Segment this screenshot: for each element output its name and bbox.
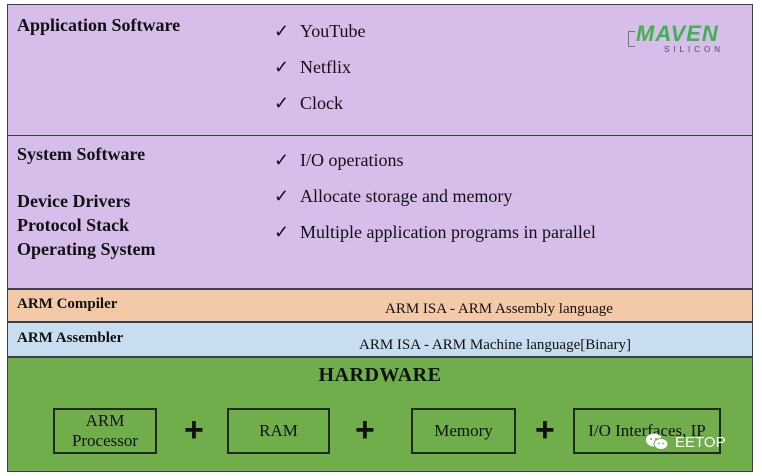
plus-icon: + <box>535 411 555 449</box>
eetop-watermark: EETOP <box>645 432 726 452</box>
protocol-stack-title: Protocol Stack <box>17 215 130 235</box>
wechat-icon <box>645 432 669 452</box>
logo-bracket-icon <box>628 31 635 47</box>
app-item-netflix: ✓ Netflix <box>274 57 351 78</box>
plus-icon: + <box>355 411 375 449</box>
sys-item-label: Multiple application programs in paralle… <box>300 222 596 242</box>
memory-box: Memory <box>411 408 516 454</box>
system-software-title: System Software <box>17 144 146 164</box>
system-software-layer: System Software Device Drivers Protocol … <box>7 135 753 289</box>
arm-assembler-description: ARM ISA - ARM Machine language[Binary] <box>359 337 632 353</box>
hardware-title: HARDWARE <box>318 364 442 386</box>
app-item-label: YouTube <box>300 21 366 41</box>
application-software-title: Application Software <box>17 15 181 35</box>
check-icon: ✓ <box>274 150 290 170</box>
logo-main-text: MAVEN <box>636 21 719 46</box>
device-drivers-title: Device Drivers <box>17 191 131 211</box>
operating-system-title: Operating System <box>17 239 156 259</box>
check-icon: ✓ <box>274 93 290 113</box>
memory-label: Memory <box>434 421 493 440</box>
maven-silicon-logo: MAVEN SILICON <box>626 19 746 61</box>
io-interfaces-box: I/O Interfaces, IP <box>573 408 721 454</box>
sys-item-label: Allocate storage and memory <box>300 186 513 206</box>
check-icon: ✓ <box>274 186 290 206</box>
arm-processor-box: ARM Processor <box>53 408 157 454</box>
arm-compiler-title: ARM Compiler <box>17 296 118 312</box>
sys-item-storage: ✓ Allocate storage and memory <box>274 186 512 207</box>
app-item-label: Clock <box>300 93 343 113</box>
check-icon: ✓ <box>274 21 290 41</box>
logo-sub-text: SILICON <box>664 45 725 54</box>
sys-item-parallel: ✓ Multiple application programs in parall… <box>274 222 596 243</box>
check-icon: ✓ <box>274 222 290 242</box>
ram-box: RAM <box>227 408 330 454</box>
app-item-label: Netflix <box>300 57 351 77</box>
arm-compiler-layer: ARM Compiler ARM ISA - ARM Assembly lang… <box>7 289 753 322</box>
application-software-layer: Application Software ✓ YouTube ✓ Netflix ✓… <box>7 4 753 136</box>
arm-compiler-description: ARM ISA - ARM Assembly language <box>385 301 613 317</box>
ram-label: RAM <box>259 421 298 440</box>
hardware-layer: HARDWARE ARM Processor + RAM + Memory + … <box>7 357 753 472</box>
sys-item-io: ✓ I/O operations <box>274 150 403 171</box>
app-item-youtube: ✓ YouTube <box>274 21 366 42</box>
plus-icon: + <box>184 411 204 449</box>
check-icon: ✓ <box>274 57 290 77</box>
arm-assembler-layer: ARM Assembler ARM ISA - ARM Machine lang… <box>7 322 753 357</box>
io-interfaces-label: I/O Interfaces, IP <box>588 421 706 440</box>
watermark-text: EETOP <box>675 433 726 451</box>
sys-item-label: I/O operations <box>300 150 404 170</box>
app-item-clock: ✓ Clock <box>274 93 343 114</box>
arm-processor-label: ARM Processor <box>71 411 139 450</box>
arm-assembler-title: ARM Assembler <box>17 330 124 346</box>
